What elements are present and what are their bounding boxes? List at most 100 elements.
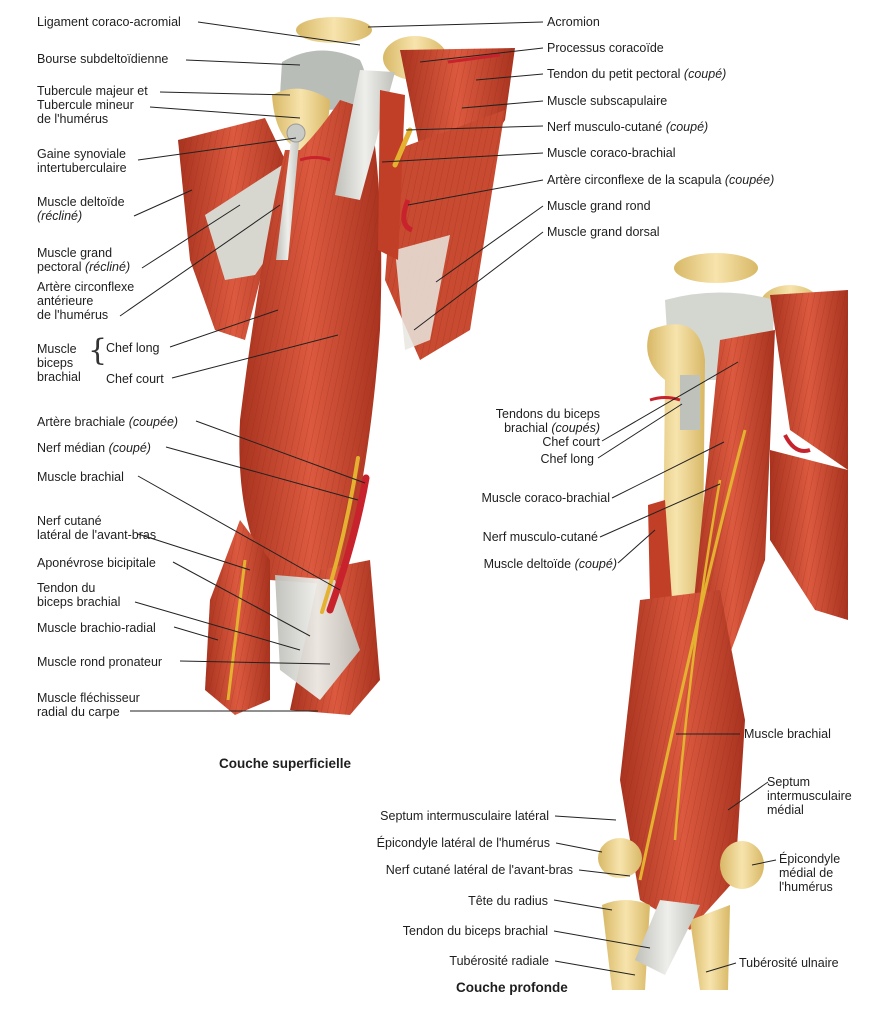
label-chef-long: Chef long: [106, 341, 160, 355]
label-grand-dorsal: Muscle grand dorsal: [547, 225, 660, 239]
label-deep-muscle-brachial: Muscle brachial: [744, 727, 831, 741]
label-septum-medial-line1: Septum: [767, 775, 811, 789]
label-art-circ-line3: de l'humérus: [37, 308, 109, 322]
ulna: [690, 905, 730, 990]
label-flechisseur-line1: Muscle fléchisseur: [37, 691, 140, 705]
label-tubercules: Tubercule majeur et Tubercule mineur de …: [37, 84, 148, 126]
label-chef-court: Chef court: [106, 372, 164, 386]
label-deltoide-line2: (récliné): [37, 209, 83, 223]
label-nerf-median-line1: Nerf médian: [37, 441, 106, 455]
lateral-cutaneous-nerve: [226, 559, 247, 701]
superficial-layer-illustration: [178, 17, 515, 715]
label-tendons-biceps-line2: brachial: [504, 421, 548, 435]
label-grand-rond: Muscle grand rond: [547, 199, 651, 213]
caption-couche-superficielle: Couche superficielle: [219, 756, 352, 771]
deep-acromion: [674, 253, 758, 283]
circumflex-scapular-artery: [401, 199, 414, 233]
label-acromion: Acromion: [547, 15, 600, 29]
label-septum-lateral: Septum intermusculaire latéral: [380, 809, 549, 823]
label-petit-pectoral-line1: Tendon du petit pectoral: [547, 67, 681, 81]
label-nerf-musculo-cutane: Nerf musculo-cutané (coupé): [547, 120, 708, 134]
label-art-circ-line1: Artère circonflexe: [37, 280, 135, 294]
label-gaine-line2: intertuberculaire: [37, 161, 127, 175]
label-artere-brachiale: Artère brachiale (coupée): [37, 415, 178, 429]
label-nerf-cutane-line1: Nerf cutané: [37, 514, 102, 528]
label-septum-medial: Septum intermusculaire médial: [767, 775, 852, 817]
medial-epicondyle: [720, 841, 764, 889]
label-deltoide-line1: Muscle deltoïde: [37, 195, 125, 209]
label-deep-deltoide-line2: (coupé): [574, 557, 617, 571]
deep-biceps-stubs: [680, 375, 700, 430]
bicipital-aponeurosis: [275, 575, 360, 700]
label-epicondyle-lateral: Épicondyle latéral de l'humérus: [376, 836, 550, 850]
median-nerve: [320, 456, 360, 614]
coracobrachialis: [378, 90, 405, 260]
label-subscapulaire: Muscle subscapulaire: [547, 94, 668, 108]
label-aponevrose: Aponévrose bicipitale: [37, 556, 156, 570]
label-grand-pectoral-line1: Muscle grand: [37, 246, 113, 260]
label-deep-deltoide: Muscle deltoïde (coupé): [484, 557, 617, 571]
label-musculo-cutane-line2: (coupé): [665, 120, 709, 134]
label-tendons-biceps-line1: Tendons du biceps: [495, 407, 600, 421]
label-art-circ-line2: antérieure: [37, 294, 94, 308]
label-brachio-radial: Muscle brachio-radial: [37, 621, 156, 635]
label-art-scapula-line1: Artère circonflexe de la scapula: [547, 173, 722, 187]
deep-biceps-tendon: [635, 900, 700, 975]
label-deep-deltoide-line1: Muscle deltoïde: [483, 557, 572, 571]
label-deltoide: Muscle deltoïde (récliné): [37, 195, 125, 223]
label-biceps-line2: biceps: [37, 356, 74, 370]
label-art-brachiale-line2: (coupée): [128, 415, 179, 429]
label-flechisseur-line2: radial du carpe: [37, 705, 120, 719]
deep-nerve-2: [673, 479, 722, 841]
pectoralis-minor-tendon: [447, 53, 501, 64]
deep-artery-2: [783, 434, 811, 453]
synovial-sheath: [286, 123, 306, 143]
label-septum-medial-line2: intermusculaire: [767, 789, 852, 803]
label-gaine-synoviale: Gaine synoviale intertuberculaire: [37, 147, 127, 175]
label-lig-coraco-acromial: Ligament coraco-acromial: [37, 15, 181, 29]
label-tendon-biceps-line2: biceps brachial: [37, 595, 121, 609]
label-nerf-median: Nerf médian (coupé): [37, 441, 151, 455]
deep-artery-1: [649, 396, 681, 402]
caption-couche-profonde: Couche profonde: [456, 980, 568, 995]
label-tete-radius: Tête du radius: [468, 894, 548, 908]
label-art-scapula-line2: (coupée): [724, 173, 775, 187]
label-tendons-biceps: Tendons du biceps brachial (coupés): [496, 407, 600, 435]
label-tendon-biceps: Tendon du biceps brachial: [37, 581, 120, 609]
brachial-artery: [326, 474, 370, 614]
label-nerf-cutane-line2: latéral de l'avant-bras: [37, 528, 157, 542]
deep-layer-illustration: [598, 253, 848, 990]
leader-lines: [119, 21, 777, 976]
label-septum-medial-line3: médial: [767, 803, 804, 817]
label-artere-circonflexe-scapula: Artère circonflexe de la scapula (coupée…: [547, 173, 774, 187]
label-nerf-cutane: Nerf cutané latéral de l'avant-bras: [37, 514, 156, 542]
label-tubercules-line1: Tubercule majeur et: [37, 84, 148, 98]
label-gaine-line1: Gaine synoviale: [37, 147, 126, 161]
label-nerf-median-line2: (coupé): [108, 441, 151, 455]
label-processus-coracoide: Processus coracoïde: [547, 41, 664, 55]
label-tubercules-line3: de l'humérus: [37, 112, 109, 126]
label-epicondyle-medial-line2: médial de: [779, 866, 834, 880]
label-tuberosite-ulnaire: Tubérosité ulnaire: [739, 956, 839, 970]
label-muscle-biceps: Muscle biceps brachial: [37, 342, 81, 384]
label-muscle-brachial: Muscle brachial: [37, 470, 124, 484]
label-deep-chef-court: Chef court: [542, 435, 600, 449]
label-tubercules-line2: Tubercule mineur: [37, 98, 134, 112]
deep-deltoid-stub: [648, 500, 672, 600]
label-tendon-petit-pectoral: Tendon du petit pectoral (coupé): [547, 67, 726, 81]
label-deep-chef-long: Chef long: [540, 452, 594, 466]
label-epicondyle-medial-line3: l'humérus: [779, 880, 833, 894]
musculocutaneous-stub: [392, 127, 413, 168]
pectoralis-flap: [205, 160, 300, 280]
label-deep-nerf-cutane: Nerf cutané latéral de l'avant-bras: [385, 863, 573, 877]
label-art-brachiale-line1: Artère brachiale: [37, 415, 126, 429]
label-tendons-biceps-line3: (coupés): [551, 421, 600, 435]
label-biceps-line3: brachial: [37, 370, 81, 384]
biceps-brace-top: {: [88, 333, 108, 368]
label-epicondyle-medial: Épicondyle médial de l'humérus: [779, 852, 840, 894]
label-deep-musculo-cutane: Nerf musculo-cutané: [482, 530, 598, 544]
label-tuberosite-radiale: Tubérosité radiale: [449, 954, 549, 968]
label-musculo-cutane-line1: Nerf musculo-cutané: [547, 120, 663, 134]
